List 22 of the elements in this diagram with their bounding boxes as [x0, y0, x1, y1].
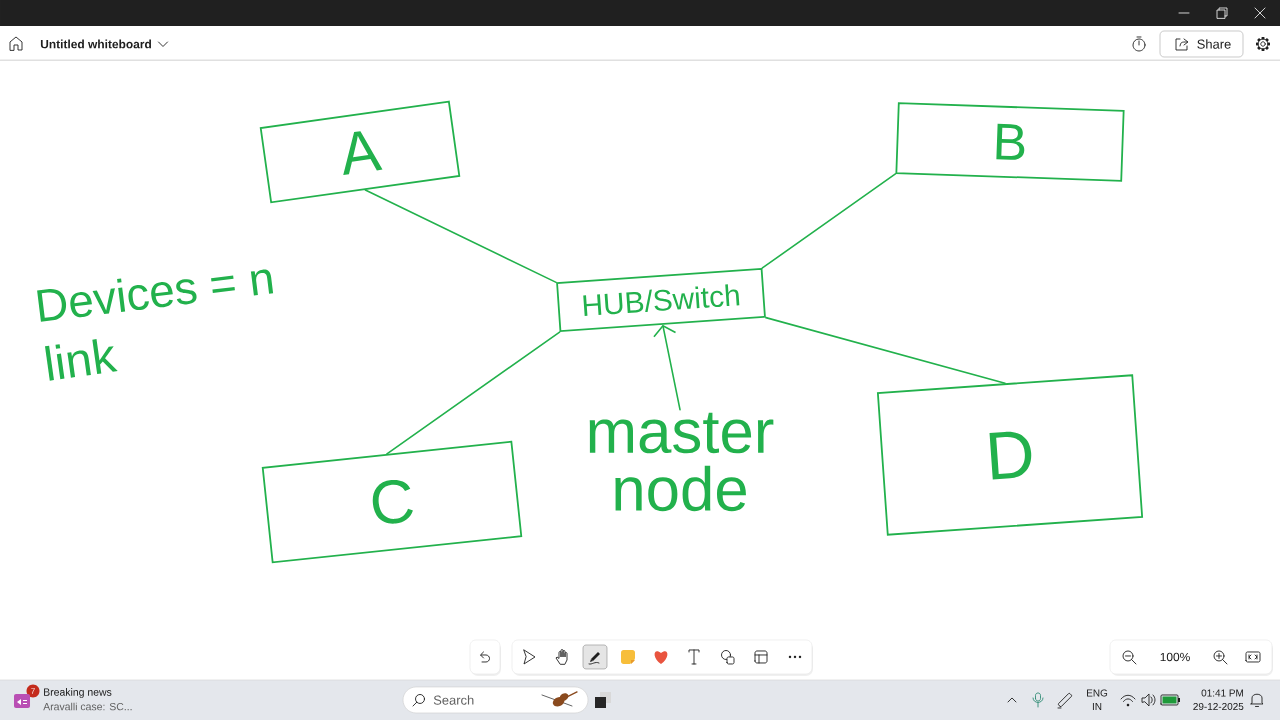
- clock-time: 01:41 PM: [1201, 689, 1243, 697]
- device-box: D: [876, 374, 1144, 536]
- device-box: C: [261, 440, 523, 564]
- device-box: A: [259, 100, 461, 204]
- connector-line: [765, 316, 1006, 385]
- zoom-level: 100%: [1160, 652, 1190, 662]
- handwritten-note: Devices = n: [37, 269, 274, 322]
- device-box: B: [895, 102, 1125, 182]
- handwritten-text: master node: [589, 412, 774, 512]
- document-title: Untitled whiteboard: [40, 39, 151, 49]
- search-box: Search: [402, 686, 589, 714]
- arrow: [653, 324, 681, 411]
- connector-line: [364, 189, 557, 284]
- clock-date: 29-12-2025: [1193, 702, 1244, 710]
- connector-line: [761, 173, 897, 269]
- news-summary: Aravalli case: SC...: [43, 702, 132, 711]
- share-button: Share: [1159, 30, 1244, 58]
- connector-line: [386, 331, 561, 455]
- language-code: ENG: [1087, 689, 1108, 697]
- region-code: IN: [1092, 703, 1102, 710]
- handwritten-note: link: [45, 339, 118, 381]
- news-headline: Breaking news: [44, 688, 112, 698]
